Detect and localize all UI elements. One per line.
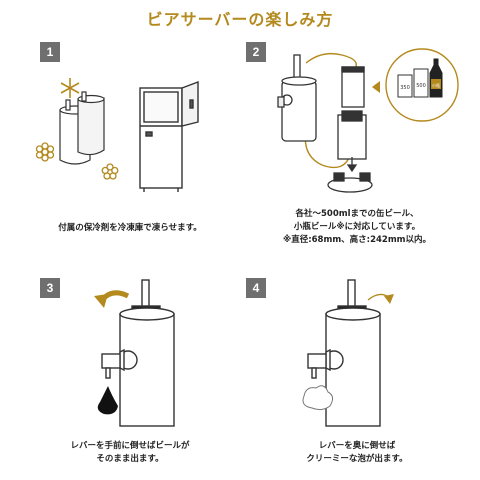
- refrigerator-icon: [139, 80, 199, 192]
- step-3-illustration: [94, 279, 175, 427]
- caption-line: レバーを奥に倒せば: [318, 441, 396, 451]
- can-label-350: 350: [400, 85, 410, 91]
- beer-can-icon: [341, 66, 365, 108]
- caption-line: 各社～500mlまでの缶ビール、: [295, 209, 419, 219]
- step-1-badge: 1: [40, 42, 60, 62]
- step-2-illustration: 350 500 小瓶: [277, 48, 459, 193]
- step-1-illustration: [35, 78, 199, 192]
- arrow-icon: [372, 81, 380, 93]
- step-4-illustration: [302, 279, 394, 427]
- caption-line: そのまま出ます。: [96, 454, 164, 464]
- can-holder-icon: [327, 110, 373, 193]
- step-2-badge: 2: [246, 42, 266, 62]
- snowflake-icon: [101, 163, 119, 180]
- can-label-500: 500: [416, 83, 426, 89]
- snowflake-icon: [35, 142, 55, 162]
- caption-line: クリーミーな泡が出ます。: [306, 454, 408, 464]
- foam-icon: [302, 385, 334, 411]
- step-4-caption: レバーを奥に倒せば クリーミーな泡が出ます。: [242, 440, 472, 466]
- beer-server-icon: [277, 54, 317, 142]
- step-4-badge: 4: [246, 278, 266, 298]
- caption-line: レバーを手前に倒せばビールが: [70, 441, 190, 451]
- snowflake-icon: [60, 78, 80, 98]
- beer-drop-icon: [97, 386, 118, 415]
- step-3-caption: レバーを手前に倒せばビールが そのまま出ます。: [10, 440, 250, 466]
- caption-line: 小瓶ビール※に対応しています。: [293, 222, 421, 232]
- step-2-caption: 各社～500mlまでの缶ビール、 小瓶ビール※に対応しています。 ※直径:68m…: [242, 208, 472, 247]
- step-3-badge: 3: [40, 278, 60, 298]
- caption-line: 付属の保冷剤を冷凍庫で凍らせます。: [58, 223, 202, 233]
- can-options-icon: 350 500 小瓶: [385, 48, 459, 122]
- page-title: ビアサーバーの楽しみ方: [146, 10, 334, 29]
- ice-pack-icon: [59, 91, 105, 165]
- beer-server-icon: [101, 279, 175, 427]
- can-label-bottle: 小瓶: [432, 82, 440, 88]
- step-1-caption: 付属の保冷剤を冷凍庫で凍らせます。: [10, 222, 250, 235]
- caption-line: ※直径:68mm、高さ:242mm以内。: [282, 235, 432, 245]
- beer-server-icon: [307, 279, 381, 427]
